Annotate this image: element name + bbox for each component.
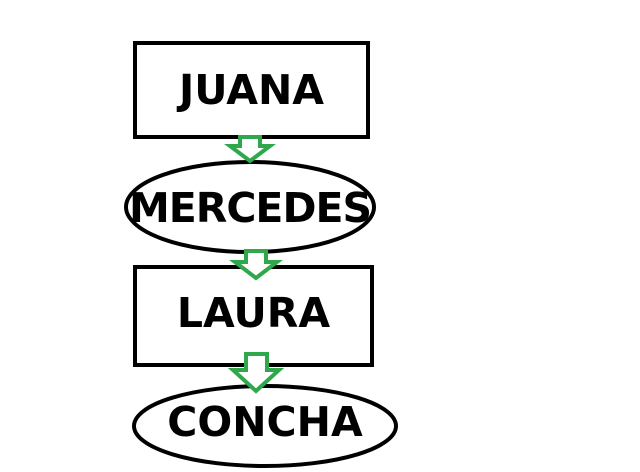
node-concha-ellipse bbox=[132, 384, 398, 468]
node-juana-box bbox=[133, 41, 370, 139]
node-concha-label: CONCHA bbox=[167, 398, 363, 446]
node-mercedes-label: MERCEDES bbox=[128, 184, 372, 232]
node-juana-label: JUANA bbox=[178, 66, 325, 114]
down-arrow-icon bbox=[227, 352, 285, 394]
node-laura-label: LAURA bbox=[176, 289, 331, 337]
down-arrow-icon bbox=[229, 249, 283, 281]
down-arrow-icon bbox=[224, 135, 276, 164]
